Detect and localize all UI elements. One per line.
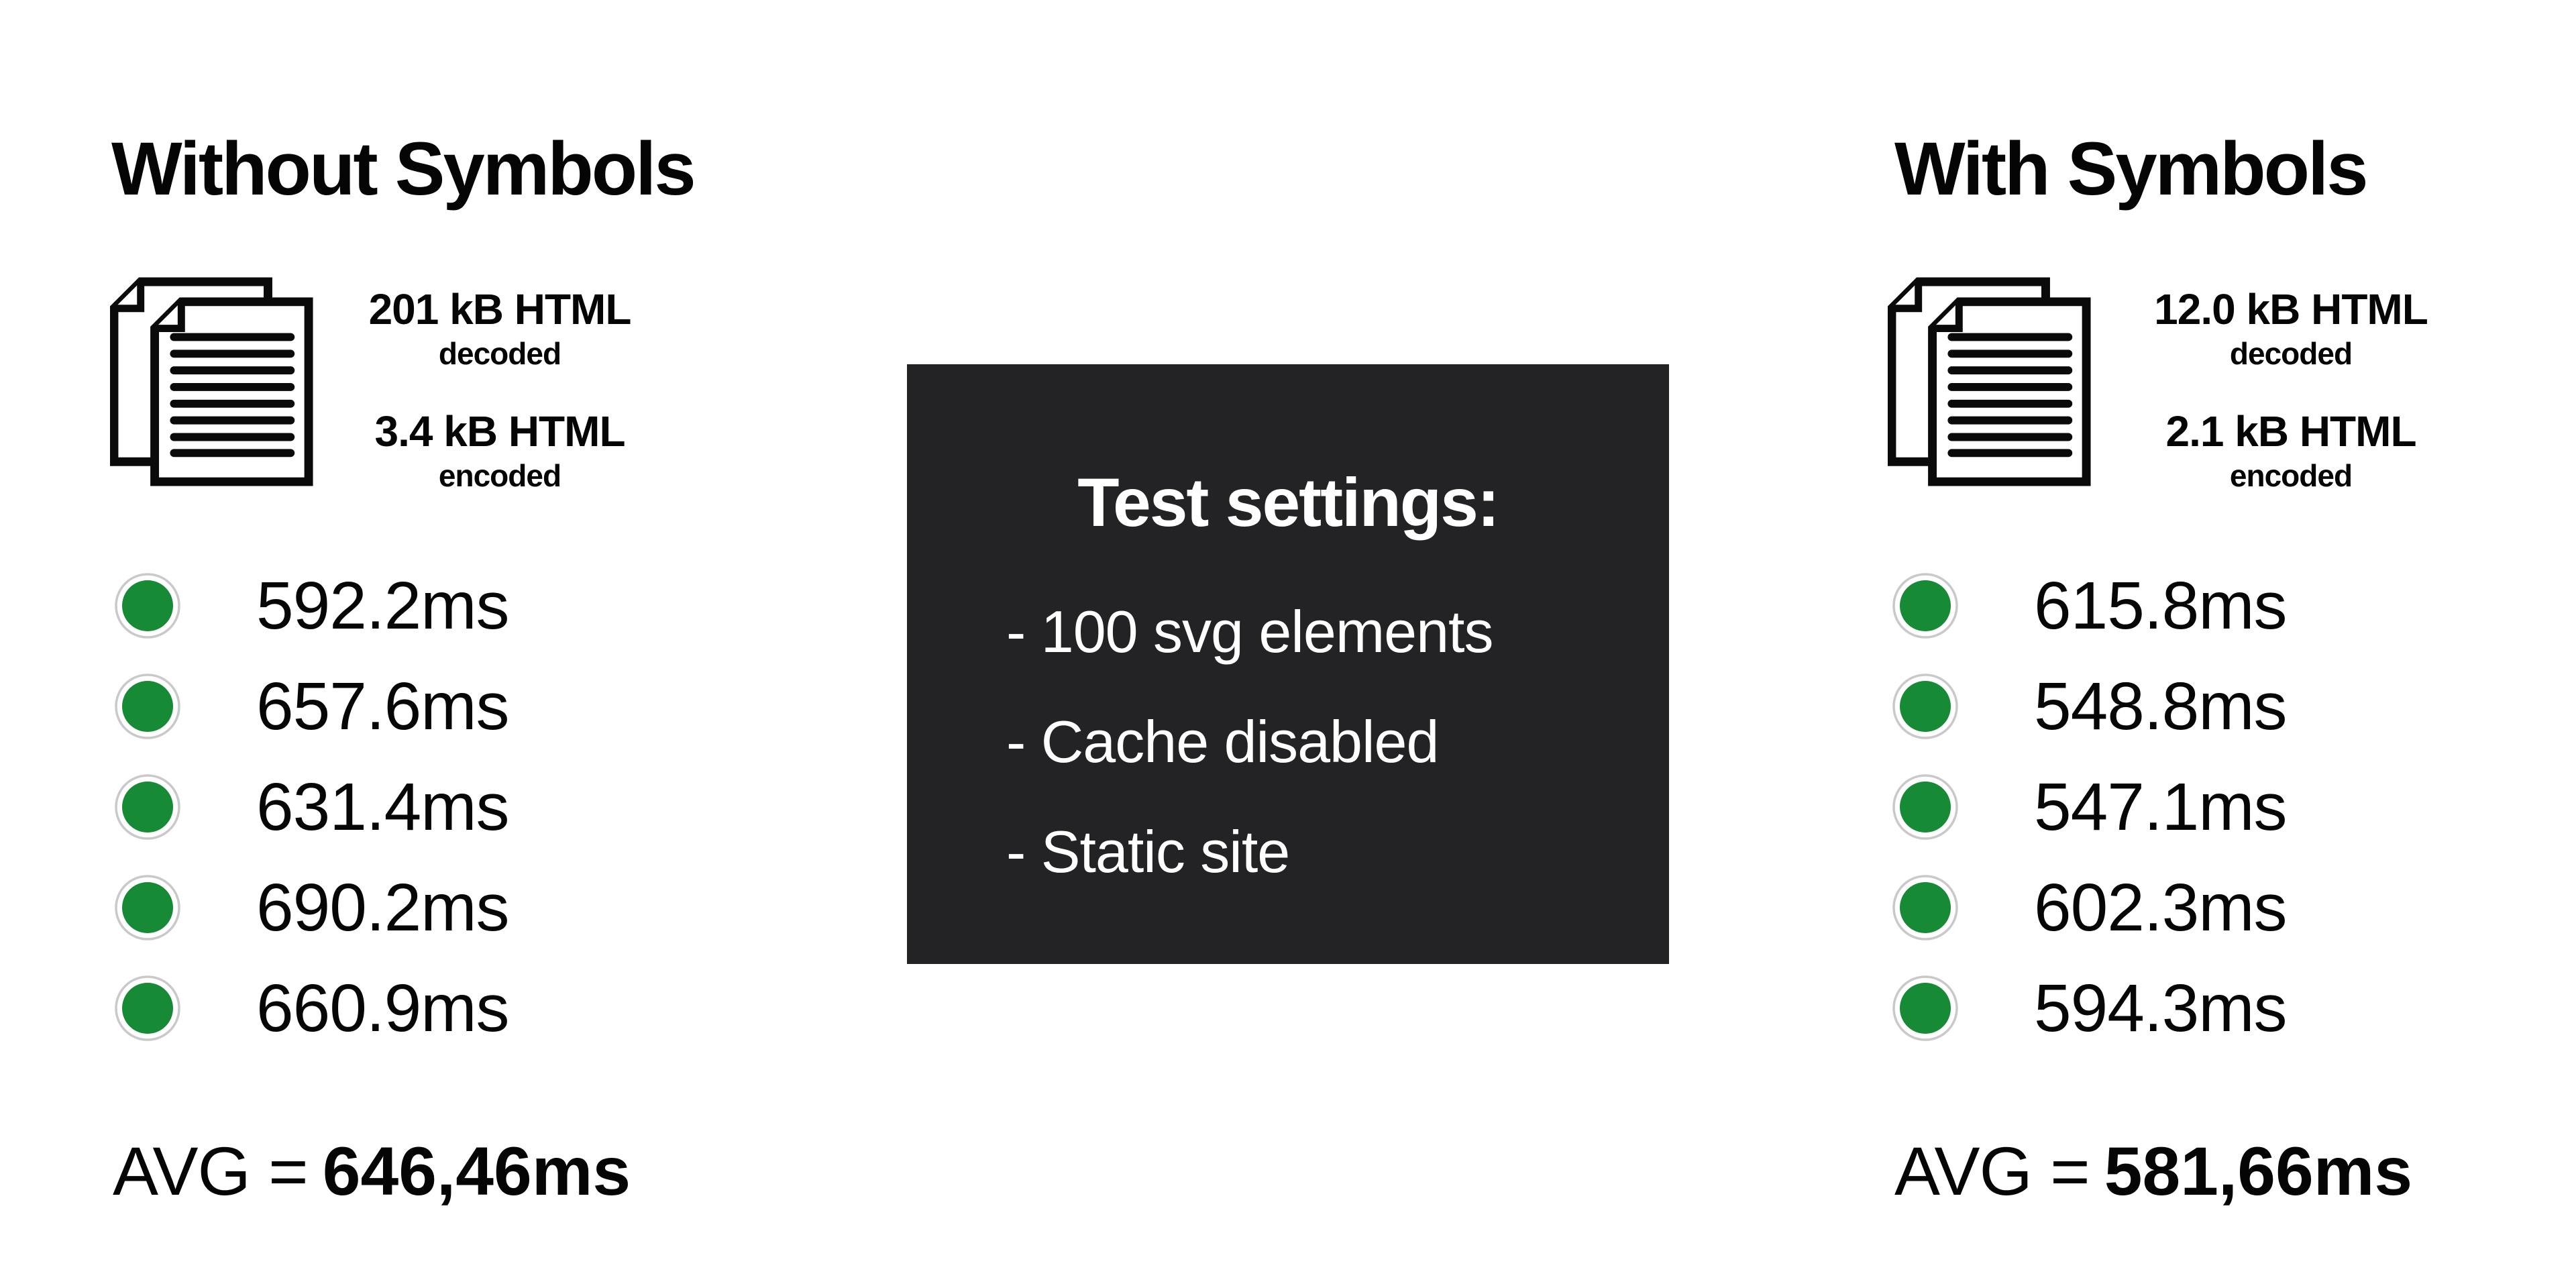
test-settings-list: - 100 svg elements - Cache disabled - St… <box>907 577 1669 907</box>
green-dot-icon <box>1892 573 1958 639</box>
timing-value: 615.8ms <box>2034 568 2288 643</box>
timing-row: 660.9ms <box>114 958 510 1059</box>
encoded-size-value: 3.4 kB HTML <box>374 407 625 455</box>
file-size-block: 12.0 kB HTML decoded 2.1 kB HTML encoded <box>2143 285 2438 496</box>
green-dot-icon <box>115 774 180 840</box>
green-dot-icon <box>115 573 180 639</box>
timing-row: 594.3ms <box>1892 958 2288 1059</box>
average-label: AVG = <box>113 1133 309 1210</box>
timing-row: 592.2ms <box>114 555 510 656</box>
encoded-size-value: 2.1 kB HTML <box>2165 407 2416 455</box>
green-dot-icon <box>115 875 180 941</box>
timing-row: 602.3ms <box>1892 857 2288 958</box>
average-value: 646,46ms <box>322 1133 631 1210</box>
green-dot-icon <box>1892 674 1958 739</box>
encoded-size-group: 2.1 kB HTML encoded <box>2143 407 2438 496</box>
timing-value: 547.1ms <box>2034 769 2288 845</box>
timing-value: 592.2ms <box>256 568 510 643</box>
green-dot-icon <box>115 975 180 1041</box>
panel-title-without-symbols: Without Symbols <box>111 127 696 211</box>
green-dot-icon <box>1892 975 1958 1041</box>
timing-row: 631.4ms <box>114 757 510 857</box>
decoded-size-value: 12.0 kB HTML <box>2154 285 2428 333</box>
encoded-size-label: encoded <box>2229 458 2353 493</box>
timing-row: 547.1ms <box>1892 757 2288 857</box>
timing-list: 615.8ms 548.8ms 547.1ms 602.3ms <box>1892 555 2288 1059</box>
timing-value: 690.2ms <box>256 870 510 945</box>
average-line: AVG =581,66ms <box>1894 1137 2412 1205</box>
documents-icon <box>110 276 318 491</box>
timing-value: 660.9ms <box>256 971 510 1046</box>
decoded-size-label: decoded <box>438 336 561 371</box>
timing-row: 615.8ms <box>1892 555 2288 656</box>
average-value: 581,66ms <box>2104 1133 2413 1210</box>
test-settings-title: Test settings: <box>1077 464 1500 541</box>
timing-row: 548.8ms <box>1892 656 2288 757</box>
timing-value: 594.3ms <box>2034 971 2288 1046</box>
timing-value: 602.3ms <box>2034 870 2288 945</box>
decoded-size-label: decoded <box>2229 336 2353 371</box>
test-settings-item: - Cache disabled <box>1006 708 1439 775</box>
timing-value: 631.4ms <box>256 769 510 845</box>
green-dot-icon <box>115 674 180 739</box>
decoded-size-value: 201 kB HTML <box>368 285 632 333</box>
timing-row: 690.2ms <box>114 857 510 958</box>
average-line: AVG =646,46ms <box>113 1137 631 1205</box>
green-dot-icon <box>1892 875 1958 941</box>
decoded-size-group: 201 kB HTML decoded <box>352 285 647 374</box>
documents-icon <box>1888 276 2096 491</box>
panel-title-with-symbols: With Symbols <box>1894 127 2368 211</box>
test-settings-item: - 100 svg elements <box>1006 598 1494 665</box>
green-dot-icon <box>1892 774 1958 840</box>
decoded-size-group: 12.0 kB HTML decoded <box>2143 285 2438 374</box>
encoded-size-label: encoded <box>438 458 561 493</box>
timing-row: 657.6ms <box>114 656 510 757</box>
timing-list: 592.2ms 657.6ms 631.4ms 690.2ms <box>114 555 510 1059</box>
test-settings-item: - Static site <box>1006 818 1290 885</box>
file-size-block: 201 kB HTML decoded 3.4 kB HTML encoded <box>352 285 647 496</box>
encoded-size-group: 3.4 kB HTML encoded <box>352 407 647 496</box>
timing-value: 548.8ms <box>2034 669 2288 744</box>
timing-value: 657.6ms <box>256 669 510 744</box>
test-settings-box: Test settings: - 100 svg elements - Cach… <box>907 364 1669 964</box>
average-label: AVG = <box>1894 1133 2090 1210</box>
